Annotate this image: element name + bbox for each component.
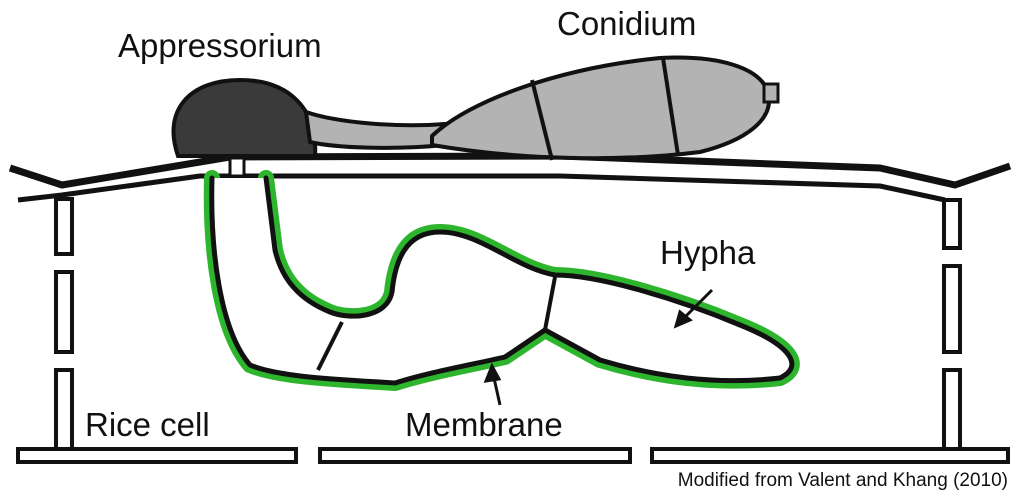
credit-label: Modified from Valent and Khang (2010) [678, 470, 1008, 491]
left-wall-segment-2 [56, 272, 72, 352]
cell-wall-top-inner [18, 176, 945, 200]
conidium-body [432, 58, 769, 159]
conidium-tip [764, 84, 778, 102]
conidium-shape [432, 58, 778, 160]
left-wall-segment-1 [56, 199, 72, 254]
rice-cell-wall-bottom [18, 449, 1008, 462]
right-wall-segment-3 [944, 370, 960, 450]
left-wall-segment-3 [56, 370, 72, 450]
bottom-wall-segment-2 [320, 449, 630, 462]
conidium-label: Conidium [557, 5, 696, 42]
right-wall-segment-1 [944, 200, 960, 248]
rice-cell-label: Rice cell [85, 406, 210, 443]
appressorium-shape [173, 80, 315, 156]
bottom-wall-segment-3 [652, 449, 1008, 462]
appressorium-label: Appressorium [118, 27, 322, 64]
membrane-label: Membrane [405, 406, 563, 443]
rice-cell-wall-right [944, 200, 960, 450]
membrane-arrow-line [494, 378, 500, 405]
membrane-arrow [486, 366, 500, 405]
hypha-body [212, 178, 792, 383]
rice-cell-wall-top [10, 156, 1010, 200]
hypha-label: Hypha [660, 234, 756, 271]
germ-tube [306, 112, 445, 148]
right-wall-segment-2 [944, 266, 960, 352]
penetration-peg [230, 158, 244, 176]
bottom-wall-segment-1 [18, 449, 296, 462]
rice-cell-wall-left [56, 199, 72, 450]
